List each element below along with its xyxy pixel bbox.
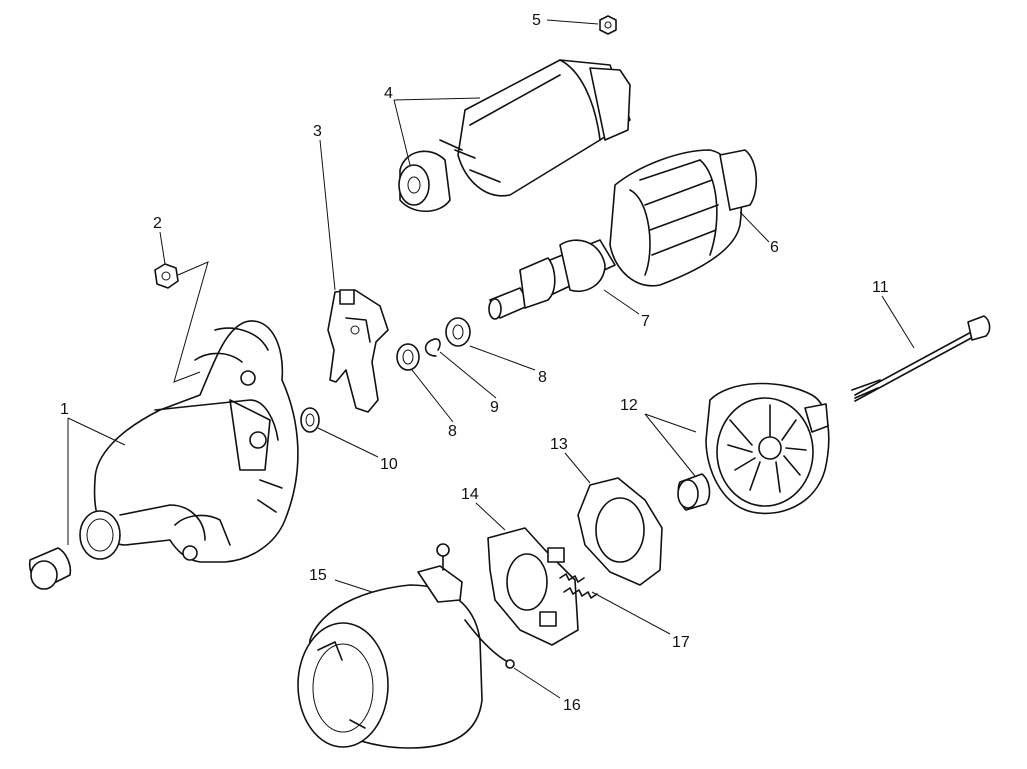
callout-15: 15	[309, 567, 327, 584]
callout-8b: 8	[448, 423, 457, 440]
part-armature	[488, 149, 758, 320]
callout-8a: 8	[538, 369, 547, 386]
part-nut-2	[154, 263, 179, 289]
part-snap-ring-9	[424, 338, 441, 357]
part-front-housing	[79, 320, 299, 563]
callout-12: 12	[620, 397, 638, 414]
part-nut-5	[599, 15, 617, 35]
part-springs	[559, 573, 598, 599]
callout-11: 11	[872, 279, 889, 296]
callout-10: 10	[380, 456, 398, 473]
callout-5: 5	[532, 12, 541, 29]
part-washer-8-lower	[396, 343, 420, 371]
callout-13: 13	[550, 436, 568, 453]
part-lever	[327, 289, 389, 413]
part-bushing	[28, 547, 72, 590]
callout-16: 16	[563, 697, 581, 714]
part-washer-10	[300, 407, 320, 433]
part-stop-collar-8	[445, 317, 471, 347]
callout-4: 4	[384, 85, 393, 102]
part-brush-plate	[577, 477, 663, 586]
callout-3: 3	[313, 123, 322, 140]
callout-9: 9	[490, 399, 499, 416]
leader-lines	[67, 19, 915, 699]
callout-1: 1	[60, 401, 69, 418]
part-yoke	[297, 543, 515, 749]
part-brush-holder	[487, 527, 579, 646]
callout-17: 17	[672, 634, 690, 651]
part-rear-bushing	[677, 473, 711, 511]
callout-7: 7	[641, 313, 650, 330]
part-rear-cover	[705, 382, 830, 515]
callout-2: 2	[153, 215, 162, 232]
callout-14: 14	[461, 486, 479, 503]
part-solenoid	[398, 59, 631, 212]
part-through-bolt	[851, 315, 991, 402]
callout-6: 6	[770, 239, 779, 256]
